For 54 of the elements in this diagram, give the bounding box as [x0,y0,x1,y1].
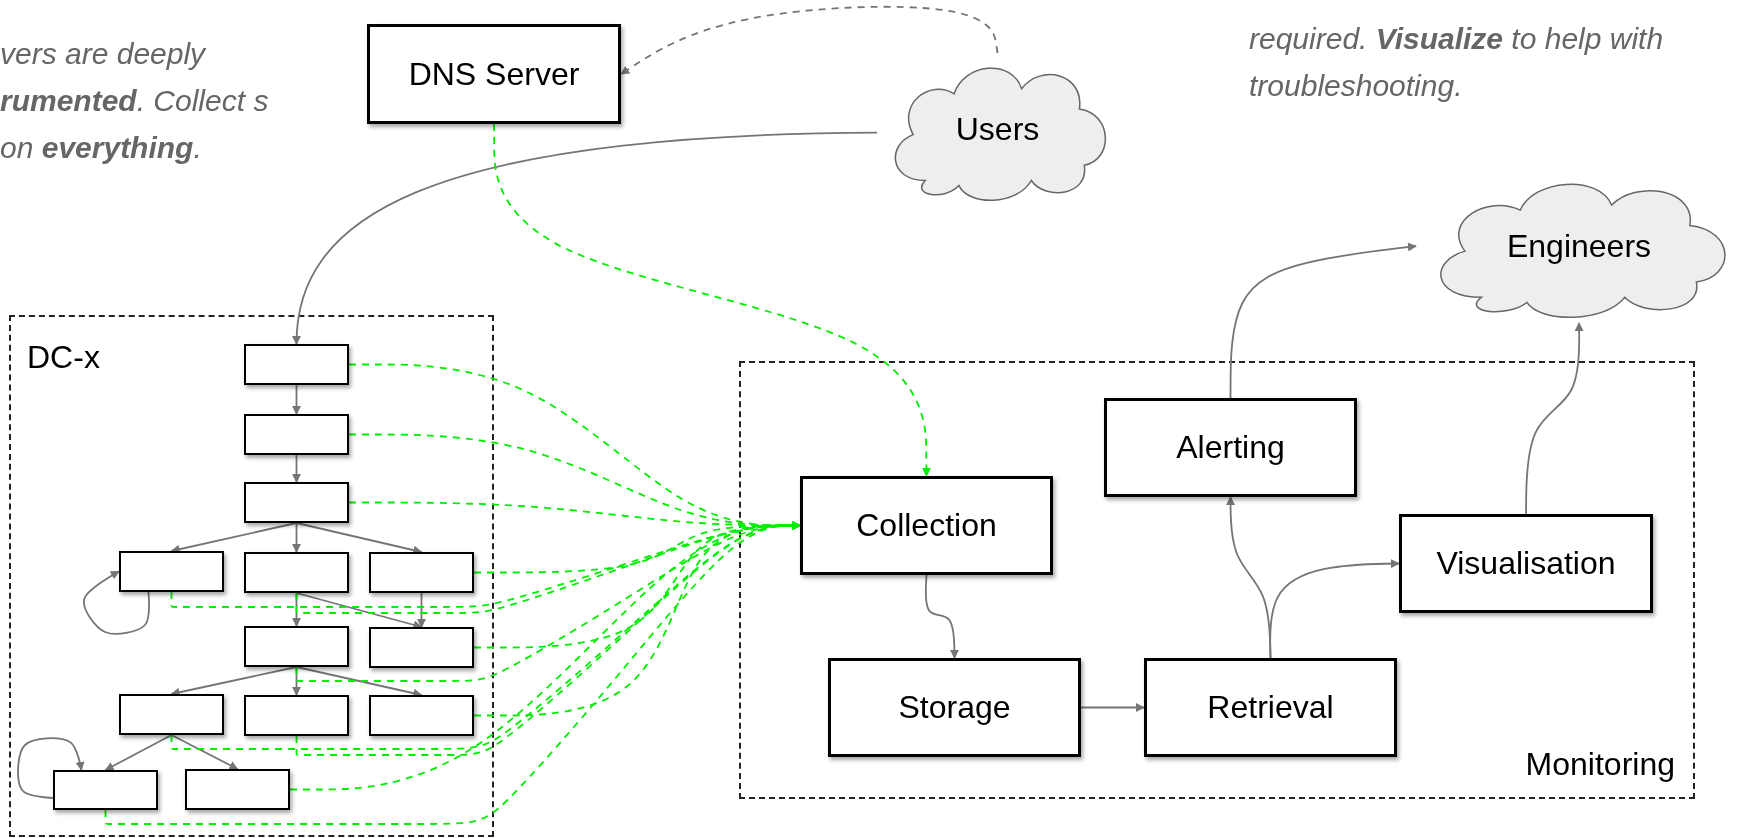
arrow [104,734,173,771]
arrow [292,131,878,345]
empty-box [244,695,349,736]
arrow [170,522,298,554]
arrow [1269,559,1400,659]
empty-box [369,695,474,736]
arrow [170,666,298,697]
node-label: Storage [898,689,1011,726]
arrow [1229,242,1417,399]
empty-box [244,482,349,523]
arrow [292,454,301,483]
arrow [493,123,931,477]
node-label: Retrieval [1207,689,1334,726]
process-box [1104,398,1357,497]
arrow [620,5,999,75]
arrow [83,570,150,635]
process-box [800,476,1053,575]
note-text: required. Visualize to help with troubleshooting. [1249,21,1665,104]
empty-box [119,694,224,735]
note-text: vers are deeply rumented. Collect s on everything. [0,36,270,166]
process-box [828,658,1081,757]
group-boundary [9,315,494,837]
node-label: DNS Server [408,55,580,93]
arrow [17,737,85,799]
arrow [295,522,423,555]
arrow [924,574,959,659]
process-box [1144,658,1397,757]
empty-box [53,770,158,810]
empty-box [369,627,474,668]
arrow [295,666,423,698]
empty-box [244,344,349,385]
empty-box [244,552,349,593]
node-label: Collection [856,507,997,544]
empty-box [369,552,474,593]
arrow [292,384,301,415]
arrow [1525,322,1584,515]
arrow [170,734,239,770]
arrow [1080,703,1145,712]
process-box [367,24,621,124]
empty-box [119,551,224,592]
empty-box [244,414,349,455]
process-box [1399,514,1653,613]
node-label: Engineers [1506,227,1652,265]
arrow [417,592,426,628]
empty-box [244,626,349,667]
group-label: DC-x [27,339,100,376]
group-boundary [739,361,1695,799]
arrow [295,592,423,630]
node-label: Alerting [1176,429,1285,466]
group-label: Monitoring [1525,746,1675,783]
arrow [292,522,301,553]
empty-box [185,769,290,810]
node-label: Users [955,111,1040,148]
node-label: Visualisation [1436,545,1616,582]
